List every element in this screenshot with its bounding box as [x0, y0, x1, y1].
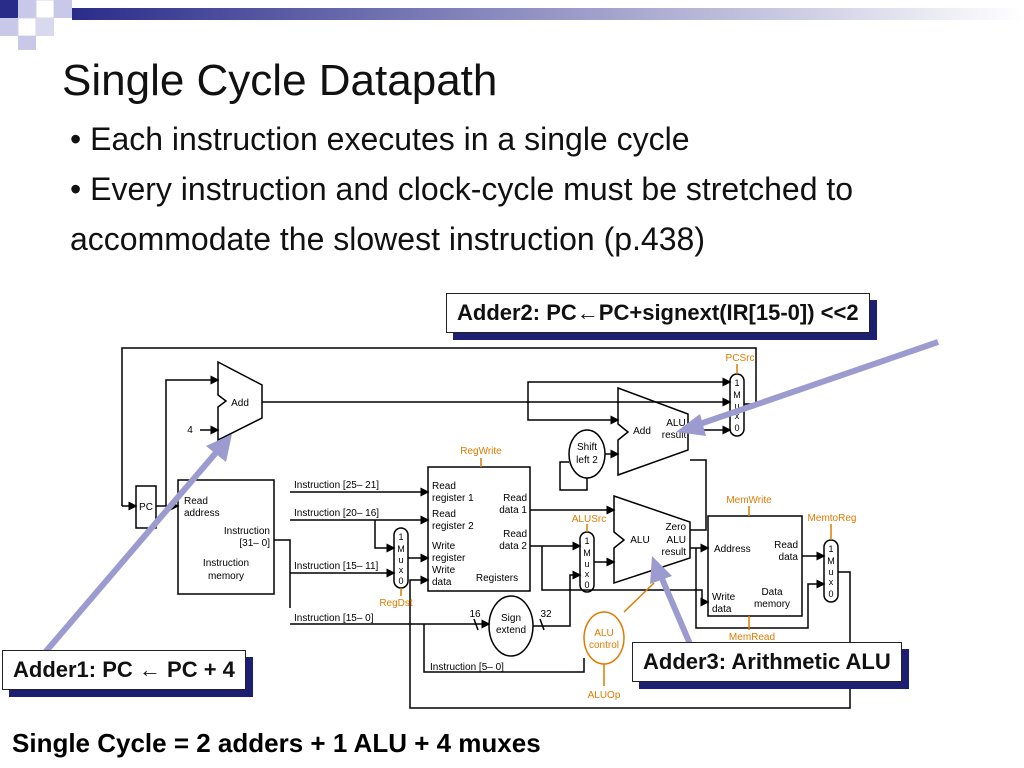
- reg-wd-b: data: [432, 577, 452, 588]
- dmem-name-b: memory: [754, 599, 790, 610]
- imem-instr-1: Instruction: [224, 526, 270, 537]
- dmem-rd-a: Read: [774, 540, 798, 551]
- mux-pcsrc-m: M: [733, 390, 741, 400]
- slide-title: Single Cycle Datapath: [62, 56, 498, 105]
- add-branch-result-2: result: [662, 430, 687, 441]
- instr-field-20-16: Instruction [20– 16]: [294, 508, 379, 519]
- add-branch-result-1: ALU: [666, 418, 685, 429]
- add-top-label: Add: [231, 398, 249, 409]
- reg-rd2-b: data 2: [499, 541, 527, 552]
- instr-field-15-0: Instruction [15– 0]: [294, 613, 374, 624]
- imem-instr-2: [31– 0]: [239, 538, 270, 549]
- add-branch-label: Add: [633, 426, 651, 437]
- mux-memtoreg-1: 1: [828, 544, 833, 554]
- ctrl-memread: MemRead: [729, 632, 775, 643]
- mux-memtoreg-0: 0: [828, 589, 833, 599]
- reg-rr1-a: Read: [432, 481, 456, 492]
- adder-pc-plus-4: [217, 360, 263, 442]
- alu-name: ALU: [630, 535, 649, 546]
- reg-rr1-b: register 1: [432, 493, 474, 504]
- ctrl-memwrite: MemWrite: [726, 495, 772, 506]
- ctrl-pcsrc: PCSrc: [726, 353, 755, 364]
- summary-line: Single Cycle = 2 adders + 1 ALU + 4 muxe…: [12, 728, 541, 758]
- instr-field-15-11: Instruction [15– 11]: [294, 561, 379, 572]
- mux-alusrc-m: M: [583, 548, 591, 558]
- imem-name-2: memory: [208, 571, 244, 582]
- dmem-wd-a: Write: [712, 592, 736, 603]
- reg-rr2-b: register 2: [432, 521, 474, 532]
- reg-name: Registers: [476, 573, 518, 584]
- alu-zero: Zero: [665, 522, 686, 533]
- sign-out-width: 32: [540, 609, 552, 620]
- mux-pcsrc-x: x: [735, 411, 740, 421]
- bullet-single-cycle: • Each instruction executes in a single …: [70, 121, 690, 157]
- dmem-rd-b: data: [779, 552, 799, 563]
- reg-wd-a: Write: [432, 565, 456, 576]
- mux-memtoreg-u: u: [828, 567, 833, 577]
- dmem-address: Address: [714, 544, 751, 555]
- shift-left-2: [568, 429, 606, 479]
- ctrl-memtoreg: MemtoReg: [808, 513, 857, 524]
- ctrl-regwrite: RegWrite: [460, 446, 502, 457]
- alu-control-a: ALU: [594, 628, 613, 639]
- reg-wr-a: Write: [432, 541, 456, 552]
- alu-control-b: control: [589, 640, 619, 651]
- shift-label-2: left 2: [576, 455, 598, 466]
- ctrl-aluop: ALUOp: [588, 690, 621, 701]
- mux-pcsrc-0: 0: [734, 423, 739, 433]
- alu-result-a: ALU: [667, 535, 686, 546]
- sign-in-width: 16: [469, 609, 481, 620]
- callout-adder1: Adder1: PC ← PC + 4: [2, 650, 246, 690]
- shift-label-1: Shift: [577, 442, 597, 453]
- callout-adder2: Adder2: PC←PC+signext(IR[15-0]) <<2: [446, 293, 870, 333]
- corner-decoration: [0, 0, 72, 50]
- mux-alusrc-x: x: [585, 569, 590, 579]
- reg-rr2-a: Read: [432, 509, 456, 520]
- arrow-adder3: [657, 572, 693, 646]
- alu-result-b: result: [662, 547, 687, 558]
- ctrl-regdst: RegDst: [379, 598, 413, 609]
- mux-pcsrc-1: 1: [734, 378, 739, 388]
- dmem-wd-b: data: [712, 604, 732, 615]
- mux-alusrc-u: u: [584, 559, 589, 569]
- imem-read-2: address: [184, 508, 220, 519]
- mux-alusrc-0: 0: [584, 580, 589, 590]
- reg-wr-b: register: [432, 553, 466, 564]
- instr-field-25-21: Instruction [25– 21]: [294, 480, 379, 491]
- data-memory: [707, 515, 803, 617]
- mux-regdst-0: 0: [398, 576, 403, 586]
- imem-read-1: Read: [184, 496, 208, 507]
- constant-4-label: 4: [187, 425, 193, 436]
- reg-rd2-a: Read: [503, 529, 527, 540]
- mux-memtoreg-m: M: [827, 556, 835, 566]
- sign-extend-b: extend: [496, 625, 526, 636]
- bullet-slowest-instruction: • Every instruction and clock-cycle must…: [70, 171, 854, 257]
- ctrl-alusrc: ALUSrc: [572, 514, 606, 525]
- instruction-memory: [177, 479, 275, 595]
- reg-rd1-b: data 1: [499, 505, 527, 516]
- instr-field-5-0: Instruction [5– 0]: [430, 662, 504, 673]
- imem-name-1: Instruction: [203, 558, 249, 569]
- mux-regdst-u: u: [398, 555, 403, 565]
- dmem-name-a: Data: [761, 587, 783, 598]
- reg-rd1-a: Read: [503, 493, 527, 504]
- pc-label: PC: [139, 502, 153, 513]
- mux-pcsrc-u: u: [734, 401, 739, 411]
- arrow-adder1: [39, 446, 223, 658]
- arrow-adder2: [693, 339, 939, 429]
- mux-alusrc-1: 1: [584, 536, 589, 546]
- mux-memtoreg-x: x: [829, 577, 834, 587]
- mux-regdst-m: M: [397, 544, 405, 554]
- mux-regdst-x: x: [399, 565, 404, 575]
- register-file: [427, 466, 531, 592]
- callout-adder3: Adder3: Arithmetic ALU: [632, 642, 902, 682]
- sign-extend-a: Sign: [501, 613, 521, 624]
- mux-regdst-1: 1: [398, 532, 403, 542]
- header-bar: [72, 8, 1024, 20]
- pointer-arrows: [39, 339, 939, 658]
